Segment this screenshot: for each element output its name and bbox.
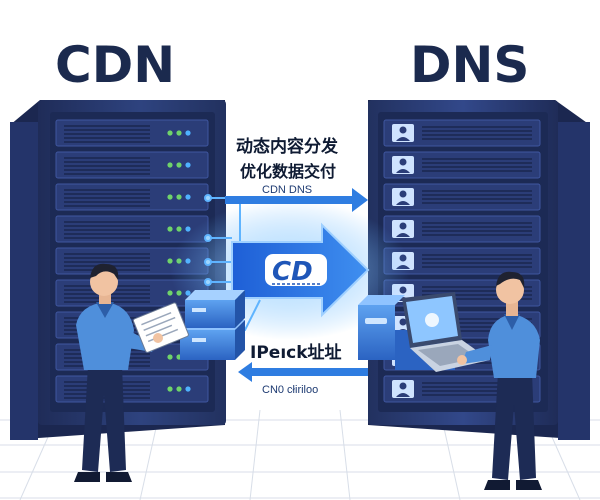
led-light xyxy=(176,130,182,136)
server-unit xyxy=(55,215,209,243)
led-light xyxy=(185,130,191,136)
cd-logo-badge xyxy=(265,254,327,286)
led-light xyxy=(185,226,191,232)
middle-arrow: CD xyxy=(231,222,370,318)
led-light xyxy=(185,386,191,392)
led-light xyxy=(176,386,182,392)
led-light xyxy=(167,130,173,136)
left-title: CDN xyxy=(55,36,175,94)
led-light xyxy=(167,226,173,232)
top-arrow-label: CDN DNS xyxy=(262,184,312,196)
cd-logo-text: CD xyxy=(272,257,313,287)
led-light xyxy=(167,386,173,392)
led-light xyxy=(176,226,182,232)
led-light xyxy=(185,162,191,168)
server-unit xyxy=(383,119,541,147)
laptop xyxy=(402,292,490,372)
left-device-stack xyxy=(180,290,245,360)
server-unit xyxy=(55,119,209,147)
server-unit xyxy=(383,151,541,179)
top-arrow: CDN DNS xyxy=(225,184,368,212)
center-line-2: 优化数据交付 xyxy=(240,162,336,181)
server-unit xyxy=(383,215,541,243)
led-light xyxy=(167,162,173,168)
led-light xyxy=(167,354,173,360)
led-light xyxy=(167,290,173,296)
led-light xyxy=(185,194,191,200)
center-line-1: 动态内容分发 xyxy=(236,136,339,157)
led-light xyxy=(176,194,182,200)
right-technician xyxy=(457,271,542,490)
server-unit xyxy=(55,183,209,211)
server-unit xyxy=(55,375,209,403)
led-light xyxy=(167,194,173,200)
right-title: DNS xyxy=(410,36,529,94)
led-light xyxy=(176,162,182,168)
server-unit xyxy=(383,183,541,211)
bottom-arrow-label: CN0 cłiriloo xyxy=(262,384,318,396)
bottom-arrow: CN0 cłiriloo xyxy=(238,362,368,396)
ip-address-label: IPeıck址址 xyxy=(250,343,342,363)
left-technician xyxy=(74,263,189,482)
server-unit xyxy=(55,151,209,179)
